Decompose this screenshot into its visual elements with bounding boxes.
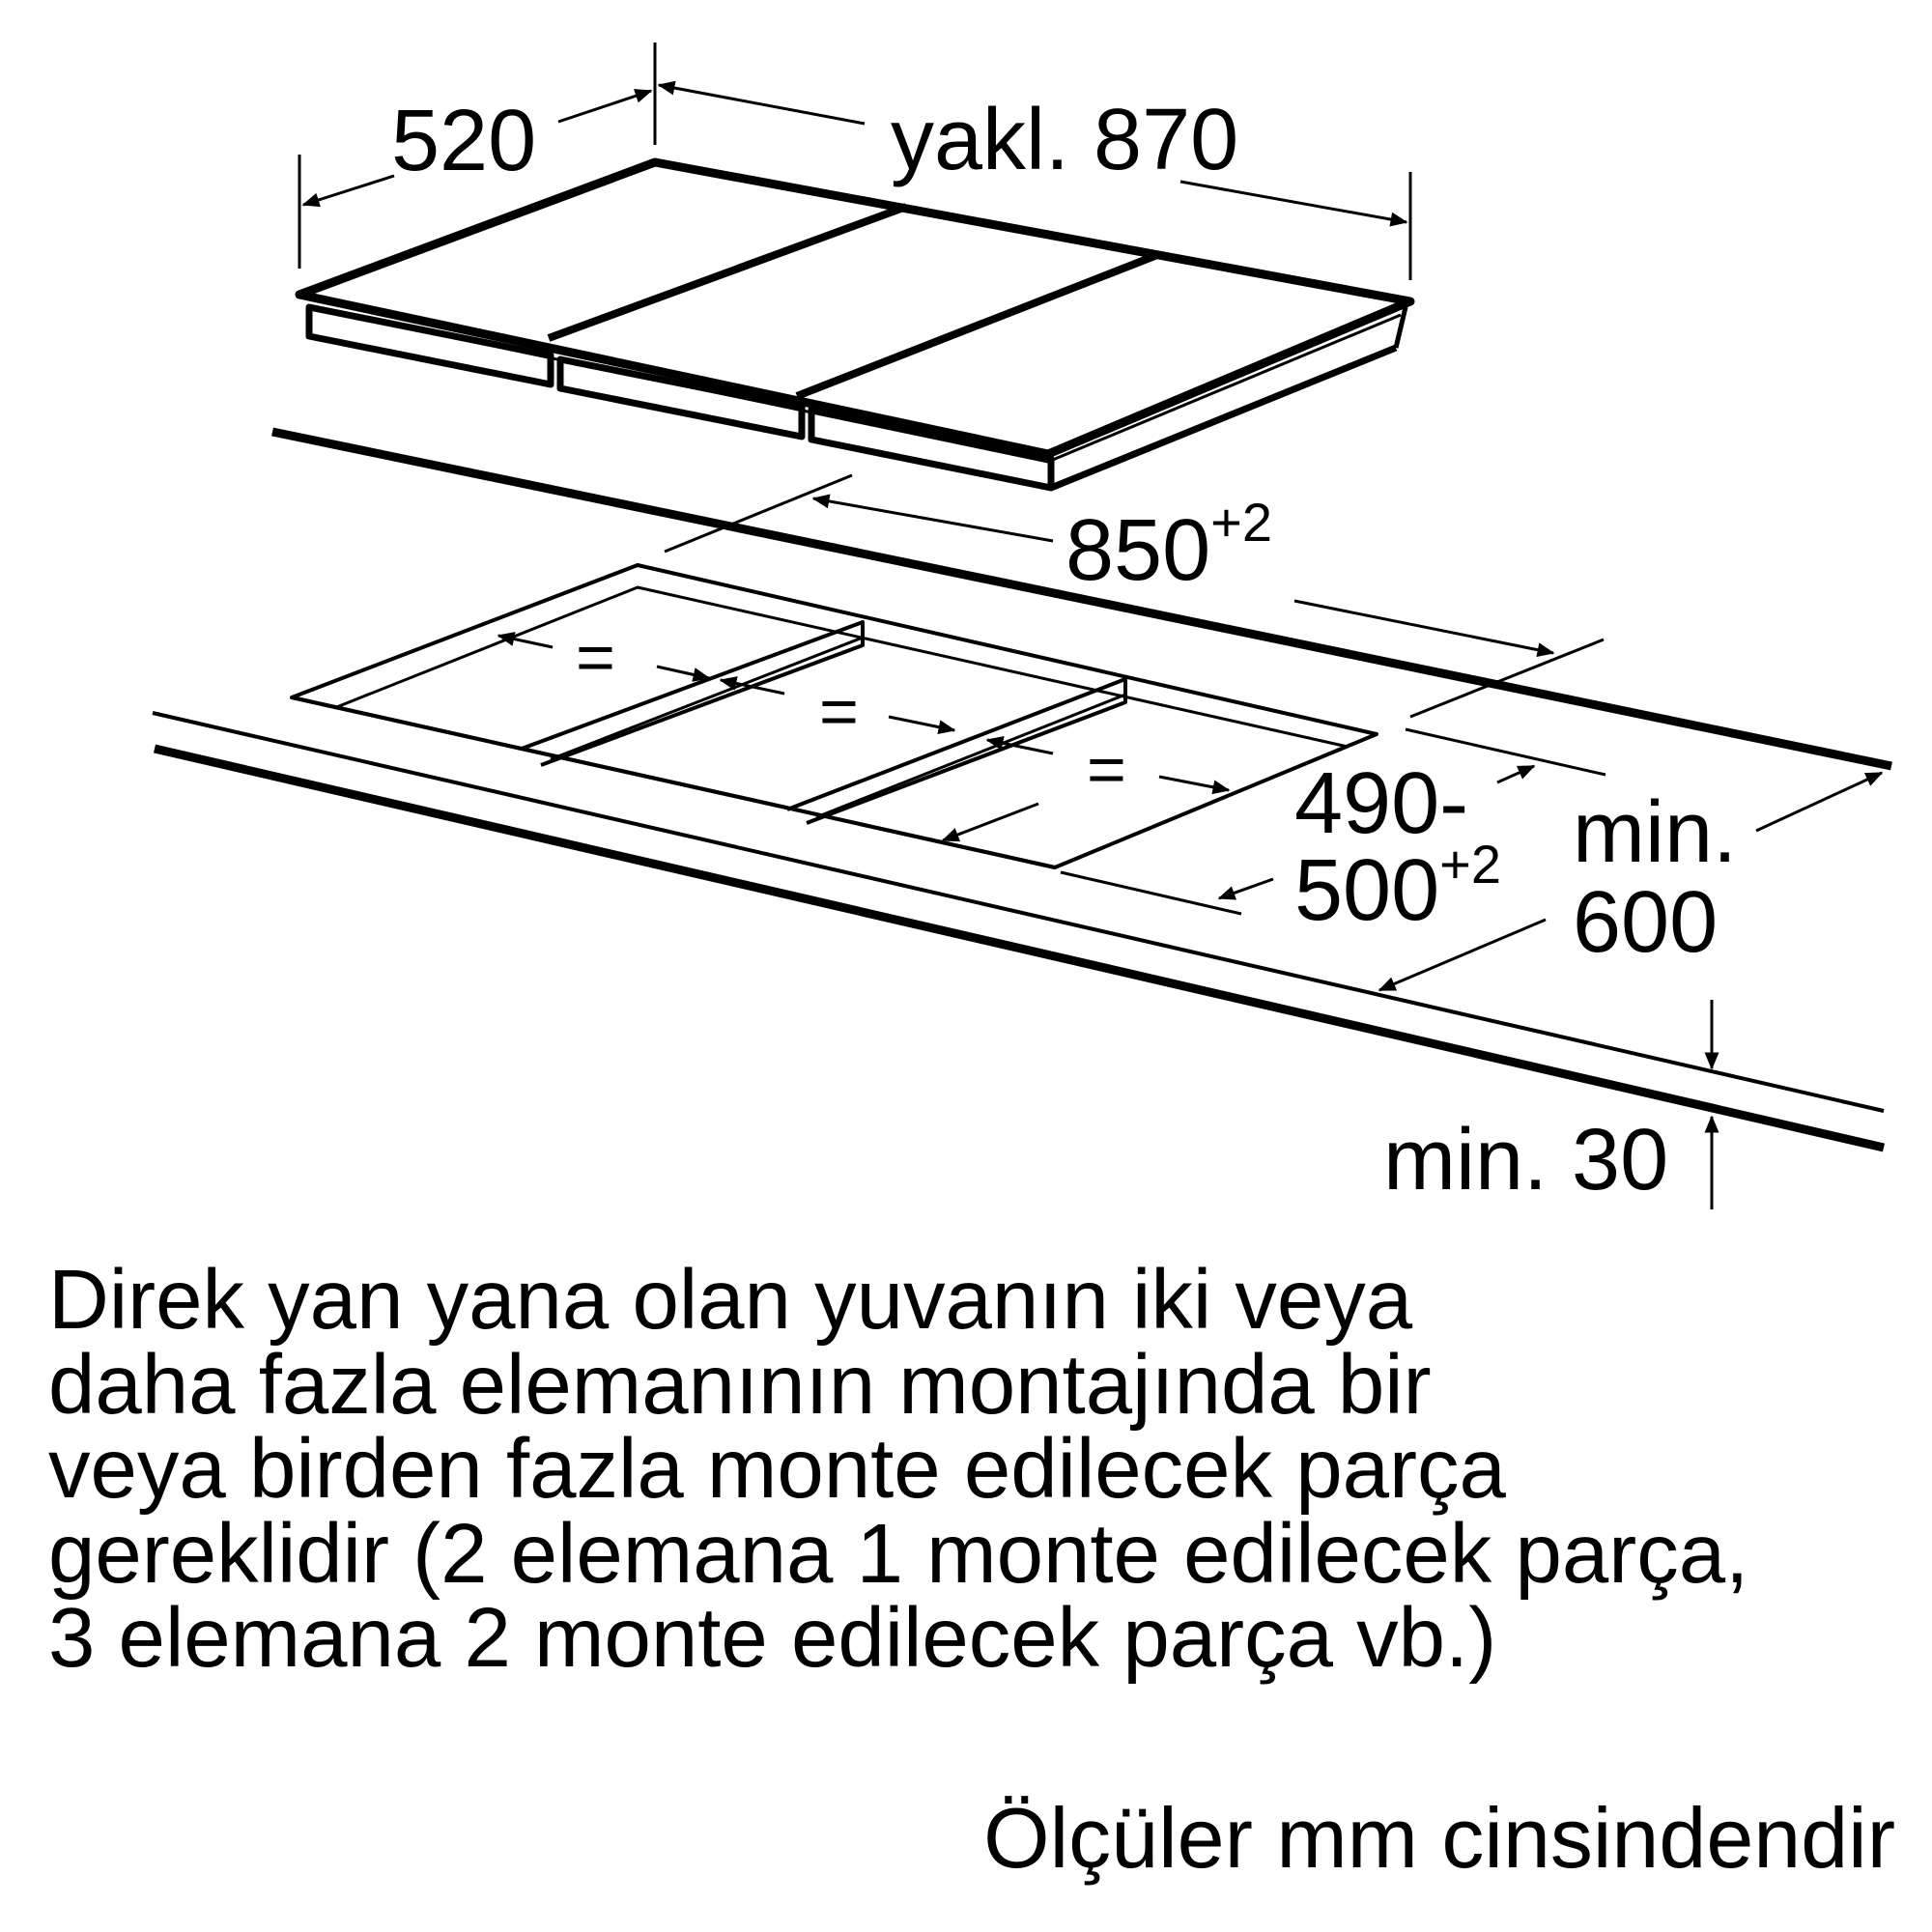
cutout-group: [290, 563, 1378, 869]
equal-mark-1: =: [576, 619, 615, 695]
cutout-width-dimension: [664, 473, 1605, 719]
cutout-width-value: 850: [1065, 502, 1210, 599]
dim-490-arrow-front: [941, 802, 1039, 842]
cutout-depth-tolerance: +2: [1439, 834, 1501, 895]
dim-490-arrow-back: [1496, 764, 1536, 784]
cutout-width-tolerance: +2: [1210, 492, 1272, 553]
worktop-front-bottom-edge: [153, 744, 1886, 1152]
ext-line-490-front: [1060, 870, 1242, 916]
cutout-depth-label-line1: 490-: [1294, 755, 1468, 852]
worktop-front-top-edge: [152, 711, 1885, 1113]
equal-spacing-arrows: [497, 632, 1231, 795]
depth-520-label: 520: [391, 93, 536, 189]
dim-600-arrow-front: [1378, 918, 1547, 992]
worktop-back-edge: [271, 427, 1892, 771]
equal-marks: = = =: [576, 619, 1126, 807]
dim-850-arrow-right: [1293, 599, 1555, 658]
dim-850-arrow-left: [811, 494, 1054, 543]
dim-520-arrow-right: [557, 89, 653, 124]
worktop-depth-label-line2: 600: [1573, 874, 1718, 971]
cutout-front-edge: [291, 696, 1056, 869]
cutout-width-850-label: 850+2: [1065, 492, 1272, 599]
width-870-label: yakl. 870: [891, 92, 1238, 188]
eq3-arrow-left: [985, 735, 1054, 755]
dim-600-arrow-back: [1755, 771, 1884, 833]
eq2-arrow-left: [719, 676, 785, 696]
note-line: gereklidir (2 elemana 1 monte edilecek p…: [48, 1506, 1749, 1601]
cooktop-seam-2: [795, 251, 1159, 400]
cutout-depth-label-line2: 500+2: [1294, 834, 1501, 939]
eq1-arrow-left: [497, 632, 554, 649]
note-line: Direk yan yana olan yuvanın iki veya: [48, 1253, 1413, 1347]
worktop-thickness-label: min. 30: [1383, 1112, 1668, 1208]
cutout-depth-dimension: [941, 727, 1606, 916]
cutout-divider-2b: [815, 693, 1126, 819]
ext-line-490-back: [1405, 727, 1606, 777]
note-line: daha fazla elemanının montajında bir: [48, 1337, 1432, 1432]
worktop-depth-label-line1: min.: [1573, 784, 1737, 881]
cooktop-frame-2: [556, 355, 806, 440]
cooktop-group: [295, 157, 1415, 492]
worktop-depth-dimension: [1378, 771, 1884, 992]
units-note: Ölçüler mm cinsindendir: [983, 1790, 1895, 1886]
cooktop-frame-side: [1049, 344, 1398, 492]
installation-note: Direk yan yana olan yuvanın iki veya dah…: [48, 1258, 1913, 1681]
cooktop-frame-1: [305, 303, 554, 388]
cooktop-frame-corner: [1393, 306, 1408, 349]
eq1-arrow-right: [656, 665, 711, 682]
cutout-depth-value: 500: [1294, 842, 1439, 939]
note-line: veya birden fazla monte edilecek parça: [48, 1422, 1506, 1516]
cooktop-top-surface: [295, 157, 1415, 459]
cutout-inner-outline: [333, 585, 1349, 749]
cooktop-right-rim: [1047, 313, 1402, 464]
installation-diagram: = = = 520 yakl. 870 850+2 490- 500+2 min…: [152, 43, 1892, 1209]
eq3-arrow-right: [1158, 775, 1231, 795]
cutout-divider-2: [786, 677, 1127, 825]
cutout-divider-1b: [550, 636, 864, 761]
ext-line-850-right: [1409, 638, 1605, 719]
dim-870-arrow-right: [1179, 180, 1408, 227]
cooktop-seam-1b: [547, 203, 908, 342]
dim-870-arrow-left: [657, 80, 866, 126]
dim-520-arrow-left: [301, 174, 395, 208]
equal-mark-3: =: [1087, 731, 1126, 807]
top-dimension-lines: [298, 43, 1412, 280]
ext-line-850-left: [664, 473, 853, 554]
eq2-arrow-right: [888, 715, 956, 735]
note-line: 3 elemana 2 monte edilecek parça vb.): [48, 1591, 1497, 1685]
cutout-divider-1: [521, 620, 865, 767]
equal-mark-2: =: [819, 673, 859, 749]
dim-490-arrow-front-2: [1217, 877, 1274, 900]
